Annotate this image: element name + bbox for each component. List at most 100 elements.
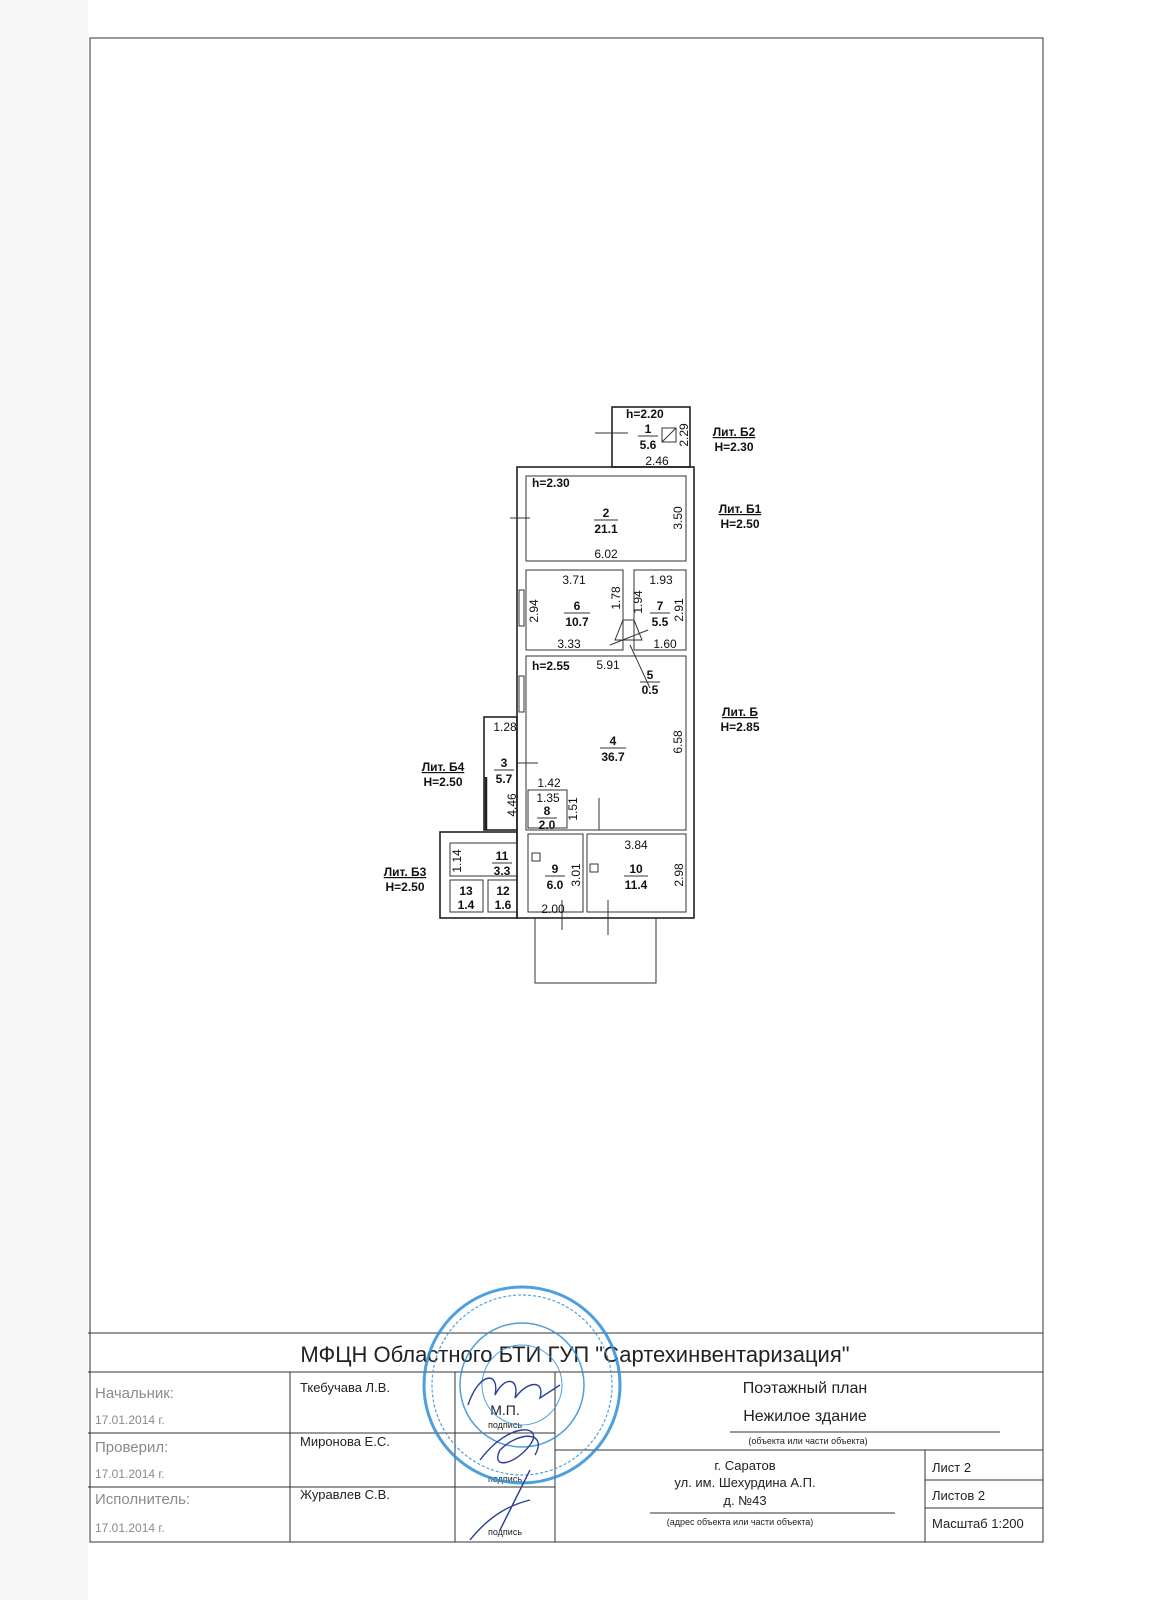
room-area: 6.0 [547,878,564,892]
address-street: ул. им. Шехурдина А.П. [674,1475,815,1490]
room-number: 10 [629,862,643,876]
room-number: 12 [496,884,510,898]
room-7-outline [633,569,687,651]
room-area: 5.6 [640,438,657,452]
sheet-count: Листов 2 [932,1488,985,1503]
room-height: h=2.55 [532,659,570,673]
dimension: 6.02 [594,547,618,561]
liter-height: H=2.30 [714,440,753,454]
room-area: 36.7 [601,750,625,764]
scan-margin [0,0,88,1600]
dimension: 1.60 [653,637,677,651]
liter-height: H=2.50 [720,517,759,531]
person-name: Миронова Е.С. [300,1434,390,1449]
room-area: 2.0 [539,818,556,832]
room-10-outline [586,833,687,913]
dimension: 2.46 [645,454,669,468]
object-caption: (объекта или части объекта) [748,1436,867,1446]
dimension: 1.28 [493,720,517,734]
room-12-outline [487,879,518,913]
dimension: 1.93 [649,573,673,587]
dimension: 6.58 [671,730,685,754]
dimension: 2.00 [541,902,565,916]
role-date: 17.01.2014 г. [95,1467,165,1481]
room-number: 1 [645,422,652,436]
role-label: Проверил: [95,1439,168,1456]
title-block: МФЦН Областного БТИ ГУП "Сартехинвентари… [88,1332,1043,1542]
signatures [467,1377,561,1541]
signature-caption: подпись [488,1527,522,1537]
room-area: 3.3 [494,864,511,878]
room-4-outline [525,655,687,831]
room-number: 6 [574,599,581,613]
liter-name: Лит. Б1 [719,502,762,516]
role-date: 17.01.2014 г. [95,1521,165,1535]
address-city: г. Саратов [714,1458,775,1473]
room-6-outline [525,569,624,651]
room-area: 11.4 [625,878,648,892]
dimension: 1.78 [609,586,623,610]
dimension: 2.94 [527,599,541,623]
room-area: 0.5 [642,683,659,697]
dimension: 1.51 [566,797,580,821]
role-label: Исполнитель: [95,1491,190,1508]
dimension: 5.91 [596,658,620,672]
room-number: 9 [552,862,559,876]
role-label: Начальник: [95,1385,174,1402]
dimension: 1.14 [450,849,464,873]
dimension: 3.01 [569,863,583,887]
role-date: 17.01.2014 г. [95,1413,165,1427]
room-number: 8 [544,804,551,818]
room-number: 4 [610,734,617,748]
wall-main [516,466,695,919]
liter-height: H=2.50 [385,880,424,894]
room-area: 5.5 [652,615,669,629]
sheet-frame [89,37,1044,1543]
dimension: 3.50 [671,506,685,530]
room-5-outline [614,619,643,641]
dimension: 4.46 [505,793,519,817]
room-area: 1.6 [495,898,512,912]
room-8-outline [527,789,568,829]
organization-title: МФЦН Областного БТИ ГУП "Сартехинвентари… [300,1342,849,1367]
dimension: 1.35 [536,791,560,805]
wall-b4 [483,716,518,831]
room-height: h=2.30 [532,476,570,490]
room-number: 11 [496,849,509,863]
room-area: 1.4 [458,898,475,912]
liter-height: H=2.85 [720,720,759,734]
dimension: 2.91 [672,598,686,622]
address-caption: (адрес объекта или части объекта) [667,1517,814,1527]
dimension: 2.98 [672,863,686,887]
dimension: 3.33 [557,637,581,651]
document-type: Поэтажный план [743,1380,867,1397]
room-11-outline [449,842,518,877]
liter-name: Лит. Б3 [384,865,427,879]
room-height: h=2.20 [626,407,664,421]
object-name: Нежилое здание [743,1408,867,1425]
dimension: 1.94 [631,590,645,614]
room-area: 21.1 [594,522,618,536]
room-area: 5.7 [496,772,513,786]
official-stamp [422,1285,622,1485]
dimension: 3.71 [562,573,586,587]
stair-icon [661,427,677,443]
liter-height: H=2.50 [423,775,462,789]
signature-caption: подпись [488,1420,522,1430]
signature-caption: подпись [488,1474,522,1484]
room-number: 7 [657,599,664,613]
dimension-labels: 2.46 2.29 3.50 6.02 3.71 1.78 1.93 1.94 … [450,423,691,916]
person-name: Журавлев С.В. [300,1487,390,1502]
room-area: 10.7 [565,615,589,629]
room-number: 2 [603,506,610,520]
room-9-outline [527,833,584,913]
porch [534,918,657,984]
room-labels: 1 5.6 2 21.1 3 5.7 4 36.7 5 0.5 6 10.7 7… [458,422,670,912]
dimension: 2.29 [677,423,691,447]
dimension: 3.84 [624,838,648,852]
room-13-outline [449,879,484,913]
liter-name: Лит. Б [722,705,758,719]
address-house: д. №43 [723,1493,766,1508]
person-name: Ткебучава Л.В. [300,1380,390,1395]
